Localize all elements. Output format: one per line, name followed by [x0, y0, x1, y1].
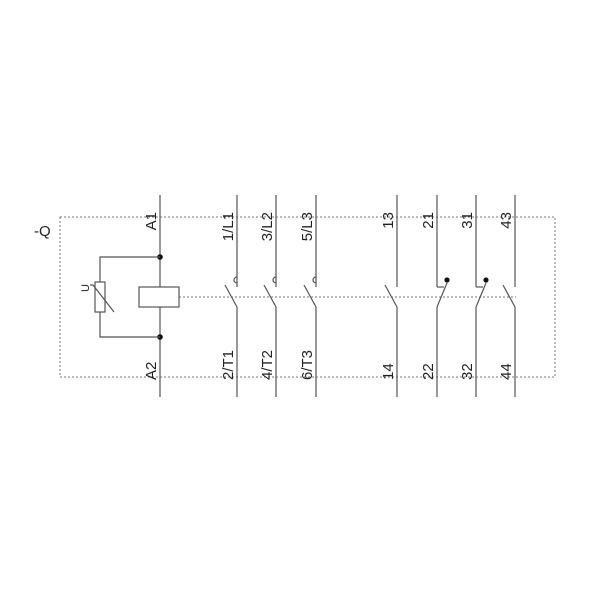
terminal-label-top: 13	[380, 212, 397, 229]
aux_contacts-contact: 13 14	[380, 195, 398, 397]
terminal-label-top: 31	[459, 212, 476, 229]
switch-blade	[263, 284, 277, 308]
main_contacts-contact: 1/L1 2/T1	[220, 195, 238, 397]
terminal-label-bottom: 22	[420, 363, 437, 380]
arc-chute	[272, 276, 277, 284]
switch-blade	[502, 284, 516, 308]
aux_contacts-contact: 31 32	[459, 195, 489, 397]
terminal-label-bottom: 14	[380, 363, 397, 380]
arc-chute	[233, 276, 238, 284]
main_contacts-contact: 3/L2 4/T2	[259, 195, 277, 397]
contact-dot	[444, 277, 450, 283]
varistor-symbol: U	[80, 284, 92, 292]
terminal-label-top: 1/L1	[220, 212, 237, 241]
terminal-label-bottom: 32	[459, 363, 476, 380]
terminal-label-top: 43	[498, 212, 515, 229]
switch-blade	[303, 284, 317, 308]
coil-rect	[138, 286, 180, 308]
switch-blade	[475, 282, 487, 308]
coil: U A1 A2	[80, 195, 180, 397]
aux_contacts-contact: 21 22	[420, 195, 450, 397]
terminal-label-bottom: 4/T2	[259, 350, 276, 380]
arc-chute	[312, 276, 317, 284]
coil-terminal-top: A1	[143, 212, 160, 230]
terminal-label-bottom: 44	[498, 363, 515, 380]
terminal-label-top: 5/L3	[299, 212, 316, 241]
terminal-label-bottom: 6/T3	[299, 350, 316, 380]
contact-dot	[483, 277, 489, 283]
terminal-label-top: 21	[420, 212, 437, 229]
main_contacts-contact: 5/L3 6/T3	[299, 195, 317, 397]
switch-blade	[224, 284, 238, 308]
device-boundary	[59, 216, 556, 378]
terminal-label-top: 3/L2	[259, 212, 276, 241]
aux_contacts-contact: 43 44	[498, 195, 516, 397]
switch-blade	[436, 282, 448, 308]
varistor	[94, 281, 106, 313]
switch-blade	[384, 284, 398, 308]
coil-terminal-bottom: A2	[143, 362, 160, 380]
terminal-label-bottom: 2/T1	[220, 350, 237, 380]
device-label: -Q	[34, 223, 51, 240]
